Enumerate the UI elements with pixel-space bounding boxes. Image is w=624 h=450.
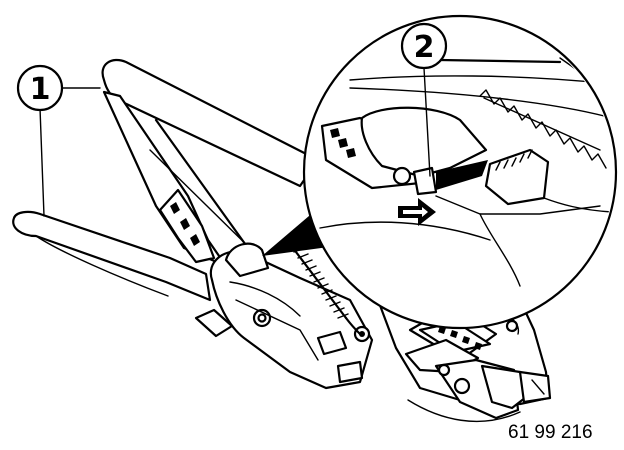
ratchet-strut	[102, 90, 263, 268]
arrow-right-icon	[398, 198, 436, 226]
detail-magnifier	[302, 14, 618, 330]
callout-2: 2	[400, 22, 448, 177]
callout-1-label: 1	[30, 72, 51, 107]
figure-number: 61 99 216	[508, 422, 593, 443]
callout-1: 1	[16, 64, 101, 217]
pivot-bracket	[194, 242, 374, 390]
cable-spring	[479, 89, 607, 169]
callout-2-label: 2	[414, 30, 435, 65]
return-spring	[289, 241, 362, 336]
lower-handle	[12, 210, 212, 302]
